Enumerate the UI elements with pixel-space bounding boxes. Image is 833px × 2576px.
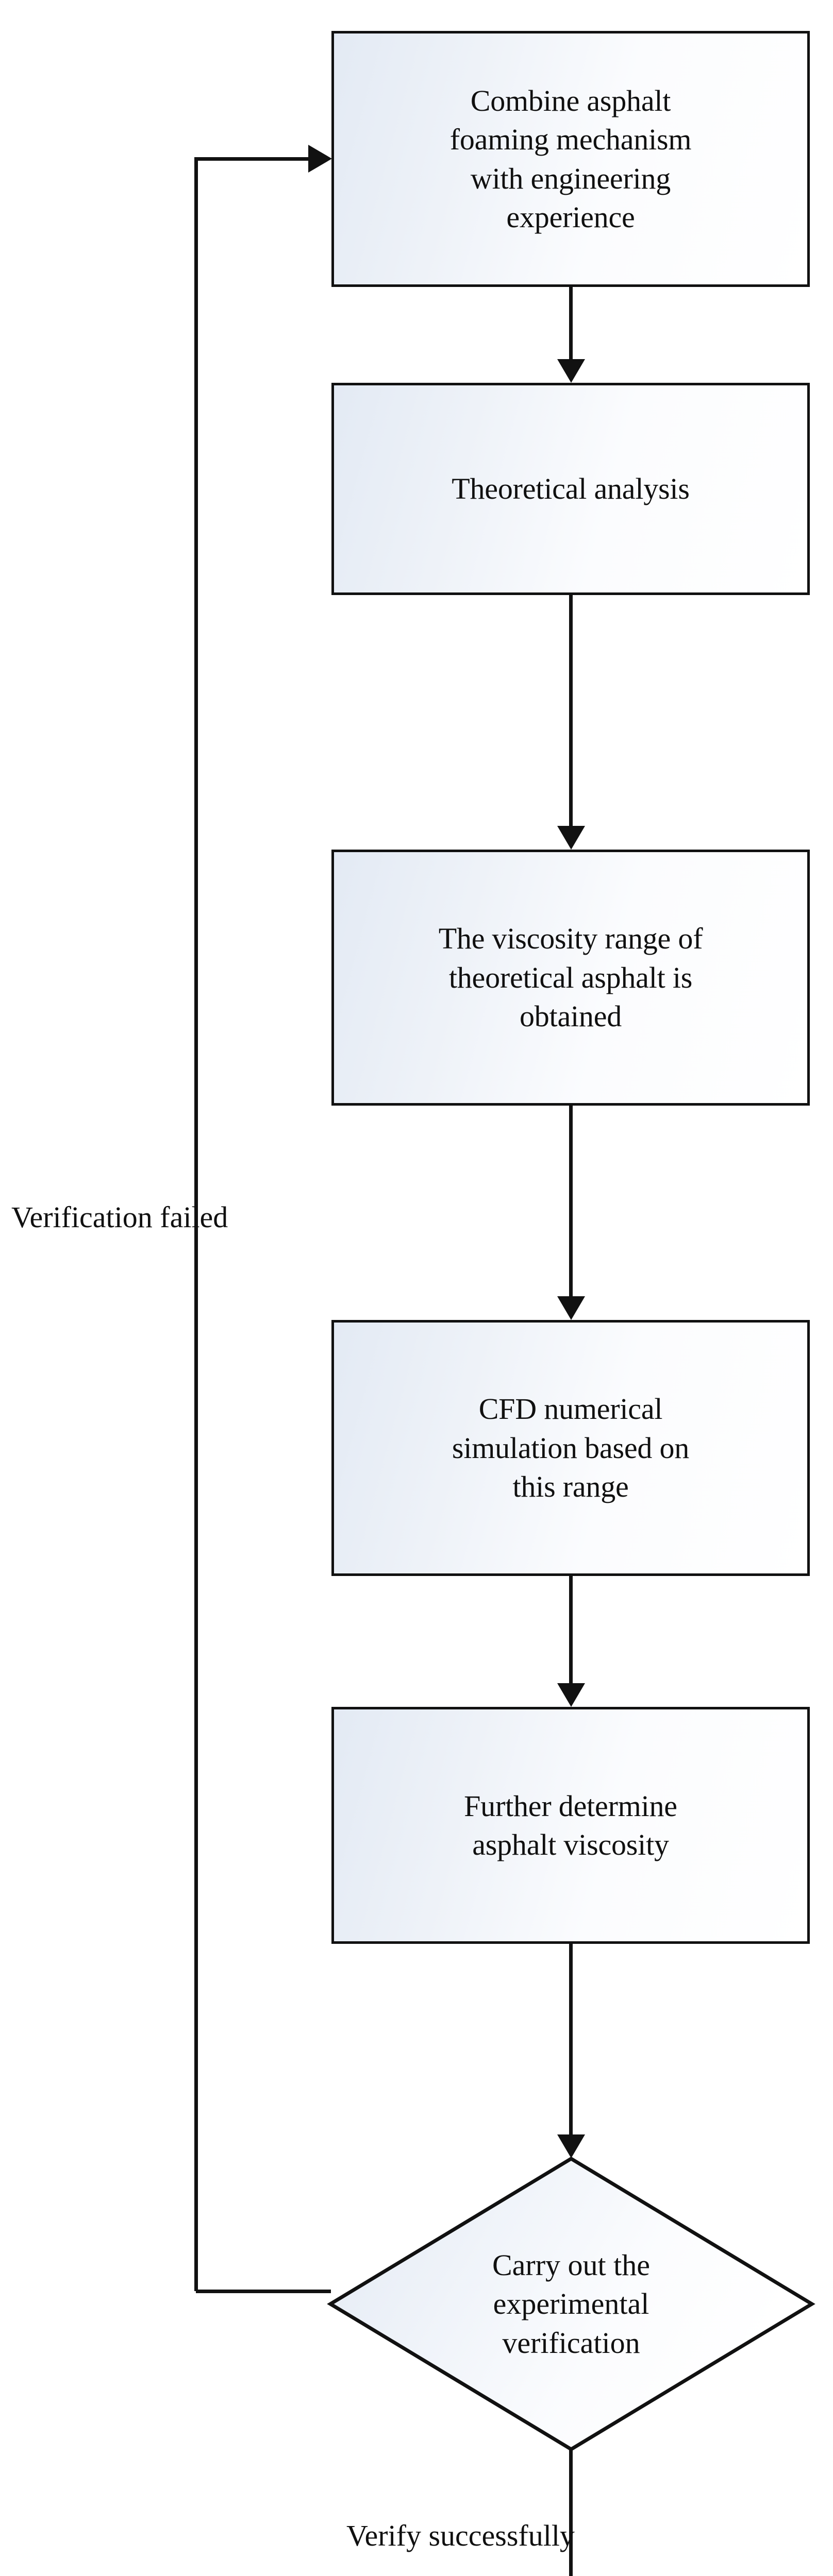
- edge-n6-n7-line: [569, 2448, 573, 2576]
- edge-n1-n2-line: [569, 287, 573, 360]
- edge-n5-n6-arrowhead: [557, 2134, 585, 2158]
- node-viscosity-range-obtained[interactable]: The viscosity range of theoretical aspha…: [331, 850, 810, 1106]
- edge-label-verify-successfully: Verify successfully: [346, 2519, 575, 2552]
- node-carry-out-experimental-verification[interactable]: Carry out the experimental verification: [327, 2156, 815, 2452]
- node-label: Combine asphalt foaming mechanism with e…: [449, 83, 692, 234]
- edge-n1-n2-arrowhead: [557, 359, 585, 383]
- edge-feedback-vertical: [194, 157, 198, 2291]
- node-label: Carry out the experimental verification: [492, 2248, 651, 2360]
- edge-n5-n6-line: [569, 1944, 573, 2136]
- edge-feedback-horizontal-top: [194, 157, 311, 161]
- node-cfd-numerical-simulation[interactable]: CFD numerical simulation based on this r…: [331, 1320, 810, 1576]
- edge-n4-n5-line: [569, 1576, 573, 1684]
- node-label: Theoretical analysis: [452, 472, 690, 506]
- edge-n4-n5-arrowhead: [557, 1683, 585, 1707]
- edge-n2-n3-line: [569, 595, 573, 827]
- node-theoretical-analysis[interactable]: Theoretical analysis: [331, 383, 810, 595]
- node-further-determine-asphalt-viscosity[interactable]: Further determine asphalt viscosity: [331, 1707, 810, 1944]
- node-label: CFD numerical simulation based on this r…: [452, 1392, 690, 1504]
- edge-n3-n4-line: [569, 1106, 573, 1297]
- node-label: Further determine asphalt viscosity: [464, 1789, 677, 1861]
- edge-label-verification-failed: Verification failed: [11, 1200, 228, 1234]
- edge-n2-n3-arrowhead: [557, 826, 585, 850]
- edge-n3-n4-arrowhead: [557, 1296, 585, 1320]
- node-combine-asphalt-foaming-mechanism[interactable]: Combine asphalt foaming mechanism with e…: [331, 31, 810, 287]
- edge-feedback-horizontal-bottom: [196, 2290, 331, 2293]
- diamond-shape: [327, 2156, 815, 2452]
- node-label: The viscosity range of theoretical aspha…: [438, 922, 703, 1033]
- edge-feedback-arrowhead: [308, 145, 332, 173]
